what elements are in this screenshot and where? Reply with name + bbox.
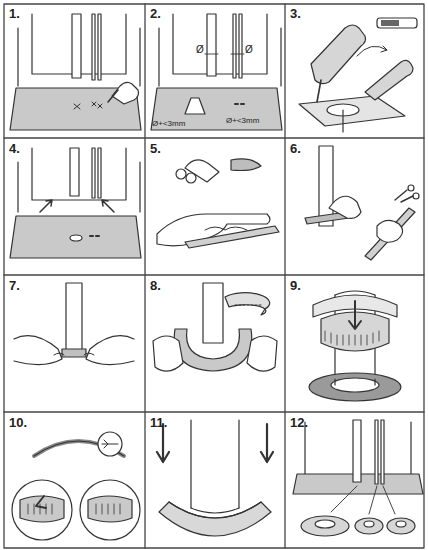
panel-6-art: [305, 146, 419, 260]
callout-number: 7.: [9, 279, 20, 293]
callout-number: 11.: [150, 416, 167, 430]
panel-3-art: [299, 18, 417, 132]
panel-grid: [4, 4, 424, 548]
panel-5-art: [157, 159, 279, 248]
callout-number: 8.: [150, 279, 161, 293]
dimension-label: Ø: [196, 44, 204, 55]
panel-4-art: [10, 148, 141, 258]
panel-12-art: [293, 420, 423, 536]
callout-number: 2.: [150, 7, 161, 21]
callout-number: 4.: [9, 142, 20, 156]
dimension-label: Ø: [245, 44, 253, 55]
dimension-label: Ø+<3mm: [152, 120, 185, 129]
callout-number: 5.: [150, 142, 161, 156]
panel-10-art: [12, 432, 140, 540]
callout-number: 6.: [290, 142, 301, 156]
callout-number: 1.: [9, 7, 20, 21]
panel-8-art: [153, 283, 277, 371]
panel-1-art: [10, 14, 141, 130]
panel-7-art: [14, 283, 134, 365]
dimension-label: Ø+<3mm: [226, 117, 259, 126]
callout-number: 10.: [9, 416, 27, 430]
panel-9-art: [309, 291, 401, 401]
panel-11-art: [157, 420, 273, 536]
callout-number: 9.: [290, 279, 301, 293]
panel-2-art: [151, 14, 282, 130]
callout-number: 12.: [290, 416, 308, 430]
callout-number: 3.: [290, 7, 301, 21]
